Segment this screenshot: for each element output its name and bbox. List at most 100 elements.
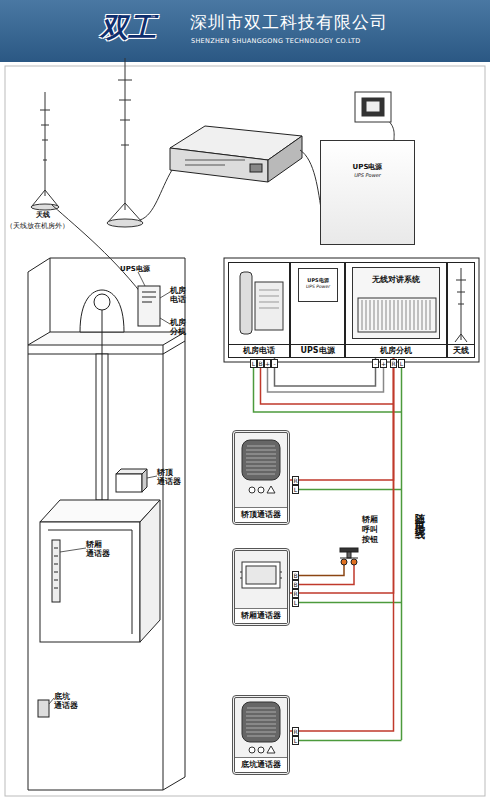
antenna-cable (140, 170, 172, 220)
elevator-shaft (140, 500, 160, 642)
speaker-grille (242, 440, 280, 753)
telephone-icon (240, 272, 252, 334)
power-outlet (355, 92, 391, 122)
leader-line (160, 292, 170, 298)
speaker-grille (246, 708, 276, 736)
display-panel (246, 566, 276, 584)
header-band (0, 0, 490, 62)
terminal-label: L (398, 359, 405, 368)
antenna-symbol (107, 219, 143, 227)
node-text: 天线 (448, 344, 474, 357)
part-label: 天线 (36, 210, 50, 220)
antenna-symbol (45, 92, 46, 196)
speaker-grille (242, 440, 280, 480)
part-label: 轿厢 通话器 (86, 540, 116, 558)
node-text: UPS电源 (291, 344, 344, 357)
call-button-symbol (347, 552, 351, 558)
speaker-grille (246, 446, 276, 474)
part-label: 机房 分机 (170, 318, 194, 336)
elevator-shaft (28, 332, 185, 345)
terminal-label: B (292, 571, 299, 580)
elevator-shaft (28, 258, 185, 790)
elevator-shaft (48, 530, 132, 634)
power-outlet (362, 98, 384, 116)
leader-line (160, 318, 170, 324)
speaker-grille (258, 747, 264, 753)
node-text: UPS电源 (321, 163, 414, 172)
telephone-icon (255, 282, 283, 330)
signal-wire (254, 367, 402, 412)
elevator-shaft (40, 500, 160, 522)
wire-connector (290, 358, 394, 593)
part-label: UPS电源 (120, 264, 150, 274)
display-panel (242, 562, 280, 588)
antenna-symbol (456, 280, 466, 304)
elevator-shaft (50, 258, 51, 332)
part-label: 轿顶 通话器 (157, 468, 187, 486)
call-button-symbol (351, 559, 357, 565)
antenna-symbol (455, 334, 467, 342)
wire-connector (275, 358, 376, 386)
leader-line (49, 272, 170, 704)
rack-cell: 机房分机无线对讲系统 (345, 262, 447, 358)
page-frame (5, 66, 485, 796)
speaker-grille (249, 747, 255, 753)
company-logo: 双工 (100, 12, 156, 44)
radio-unit-fins (362, 300, 430, 330)
terminal-label: L (292, 485, 299, 494)
signal-wire (299, 565, 354, 585)
wire-connector (290, 358, 394, 731)
node-text: 机房电话 (229, 344, 289, 357)
wireless-unit (170, 126, 302, 182)
wireless-unit (268, 136, 302, 182)
terminal-label: L (250, 359, 257, 368)
ups-module: UPS电源UPS Power (298, 268, 338, 302)
radio-unit: 无线对讲系统 (352, 267, 440, 339)
elevator-shaft (102, 310, 103, 500)
rack-cell: 机房电话 (228, 262, 290, 358)
wireless-unit (185, 160, 245, 165)
intercom-box: 轿厢通话器 (232, 548, 290, 626)
elevator-shaft (94, 294, 110, 310)
cable-label: 随行电缆线 (412, 505, 426, 525)
node-text: 底坑通话器 (235, 757, 287, 772)
power-outlet (355, 92, 391, 122)
elevator-shaft (28, 341, 185, 790)
node-text: UPS Power (321, 172, 414, 179)
speaker-grille (242, 702, 280, 742)
antenna-symbol (118, 80, 132, 145)
node-text: 轿顶通话器 (235, 507, 287, 522)
node-text: 无线对讲系统 (353, 274, 439, 285)
elevator-shaft (116, 474, 142, 492)
elevator-shaft (28, 258, 185, 345)
leader-line (60, 548, 86, 552)
antenna-symbol (125, 58, 126, 210)
radio-unit-fins (358, 298, 436, 332)
company-name-en: SHENZHEN SHUANGGONG TECHNOLOGY CO.LTD (191, 37, 361, 45)
elevator-shaft (142, 292, 156, 302)
elevator-shaft (28, 332, 185, 354)
elevator-shaft (38, 700, 49, 717)
antenna-symbol (461, 268, 462, 340)
antenna-symbol (40, 110, 50, 160)
trademark-mark: ™ (150, 14, 156, 21)
power-outlet (366, 101, 380, 112)
elevator-shaft (52, 540, 60, 602)
telephone-icon (259, 290, 279, 308)
radio-unit-fins (358, 298, 436, 332)
display-panel (240, 562, 282, 588)
wire-connector (290, 358, 394, 480)
call-button-symbol (340, 548, 358, 565)
rack-frame (224, 258, 479, 362)
power-cable (300, 150, 322, 215)
speaker-grille (258, 487, 264, 493)
ups-power-box: UPS电源UPS Power (320, 140, 415, 245)
call-button-symbol (340, 558, 358, 559)
rack-cell: UPS电源 UPS电源UPS Power (290, 262, 345, 358)
node-text: 轿厢通话器 (235, 608, 287, 623)
terminal-label: + (380, 359, 387, 368)
